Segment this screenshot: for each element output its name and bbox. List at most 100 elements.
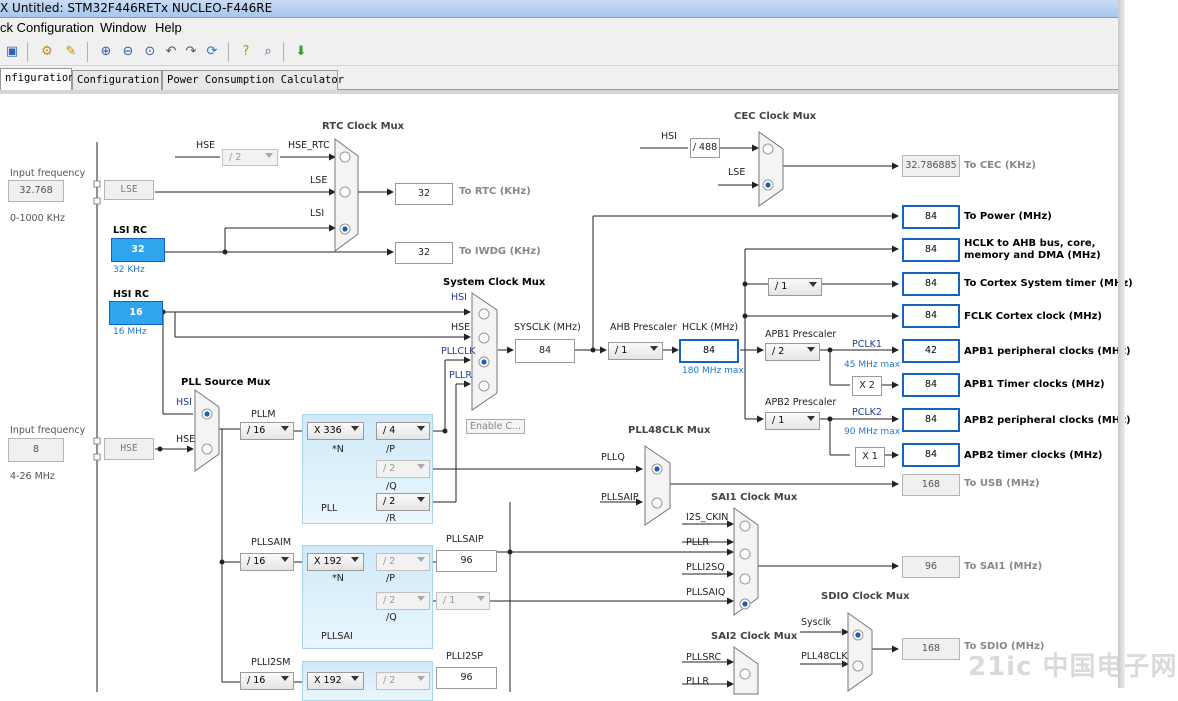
download-arrow-icon[interactable]: ⬇: [295, 44, 307, 59]
plli2sp-label: PLLI2SP: [446, 651, 483, 662]
apb2-timer-value[interactable]: 84: [902, 443, 960, 467]
usb-output-value[interactable]: 168: [902, 474, 960, 496]
ahb-output-value[interactable]: 84: [902, 238, 960, 262]
cec-hsi-label: HSI: [661, 131, 677, 142]
plli2sm-dropdown[interactable]: / 16: [240, 672, 294, 690]
rtc-output-value[interactable]: 32: [395, 183, 453, 205]
lsi-rc-value[interactable]: 32: [111, 238, 165, 262]
lse-range: 0-1000 KHz: [10, 213, 66, 224]
hse-input-frequency[interactable]: 8: [8, 438, 64, 462]
clock-tree-canvas: Input frequency 32.768 0-1000 KHz LSE LS…: [0, 90, 1177, 701]
reset-icon[interactable]: ⟳: [206, 44, 218, 59]
plli2sp-dropdown[interactable]: / 2: [376, 672, 430, 690]
lse-input-frequency[interactable]: 32.768: [8, 180, 64, 202]
cec-output-label: To CEC (KHz): [964, 160, 1036, 171]
hse-oscillator[interactable]: HSE: [104, 438, 154, 460]
sai1-mux-title: SAI1 Clock Mux: [711, 492, 798, 503]
power-output-label: To Power (MHz): [964, 211, 1052, 222]
redo-icon[interactable]: ↷: [185, 44, 197, 59]
pllm-label: PLLM: [251, 409, 276, 420]
plli2sn-dropdown[interactable]: X 192: [307, 672, 364, 690]
enable-css-button[interactable]: Enable C...: [466, 419, 526, 434]
apb1-timer-multiplier: X 2: [852, 376, 882, 396]
tab-power-consumption[interactable]: Power Consumption Calculator: [162, 70, 344, 90]
menu-clock-configuration[interactable]: ck Configuration: [0, 20, 94, 35]
generate-code-icon[interactable]: ⚙: [41, 44, 53, 59]
pllsaip-dropdown[interactable]: / 2: [376, 553, 430, 571]
pllsaip-output-value[interactable]: 96: [436, 550, 497, 572]
apb2-timer-label: APB2 timer clocks (MHz): [964, 450, 1103, 461]
sdio-input-sysclk: Sysclk: [801, 617, 831, 628]
pll48-pllsaip-label: PLLSAIP: [601, 492, 639, 503]
power-output-value[interactable]: 84: [902, 205, 960, 229]
apb1-timer-label: APB1 Timer clocks (MHz): [964, 379, 1105, 390]
pllq-label: /Q: [386, 481, 397, 492]
sdio-output-value[interactable]: 168: [902, 638, 960, 660]
tab-bar: nfiguration Configuration Power Consumpt…: [0, 66, 1125, 91]
sai1-output-label: To SAI1 (MHz): [964, 561, 1043, 572]
ahb-prescaler-dropdown[interactable]: / 1: [608, 342, 663, 360]
tab-configuration[interactable]: Configuration: [72, 70, 162, 90]
pllr-label: /R: [386, 513, 396, 524]
sysmux-hsi-label: HSI: [451, 292, 467, 303]
tab-clock-configuration[interactable]: nfiguration: [0, 68, 75, 91]
apb2-peripheral-label: APB2 peripheral clocks (MHz): [964, 415, 1131, 426]
pllsrc-hsi-label: HSI: [176, 397, 192, 408]
undo-icon[interactable]: ↶: [165, 44, 177, 59]
iwdg-output-value[interactable]: 32: [395, 242, 453, 264]
sai1-input-plli2sq: PLLI2SQ: [686, 562, 725, 573]
help-icon[interactable]: ?: [242, 44, 250, 59]
systimer-output-value[interactable]: 84: [902, 272, 960, 296]
fclk-output-value[interactable]: 84: [902, 304, 960, 328]
pllsain-dropdown[interactable]: X 192: [307, 553, 364, 571]
cec-mux-title: CEC Clock Mux: [734, 111, 817, 122]
sai1-input-i2s-ckin: I2S_CKIN: [686, 512, 729, 523]
apb1-prescaler-dropdown[interactable]: / 2: [765, 343, 820, 361]
lsi-rc-label: LSI RC: [113, 225, 148, 236]
pllr-dropdown[interactable]: / 2: [376, 493, 430, 511]
sai2-input-pllsrc: PLLSRC: [686, 652, 722, 663]
sai1-output-value[interactable]: 96: [902, 556, 960, 578]
system-clock-mux-title: System Clock Mux: [443, 277, 546, 288]
systick-divider-dropdown[interactable]: / 1: [768, 278, 822, 296]
fclk-output-label: FCLK Cortex clock (MHz): [964, 311, 1102, 322]
pllp-dropdown[interactable]: / 4: [376, 422, 430, 440]
plli2sp-value[interactable]: 96: [436, 667, 497, 689]
save-icon[interactable]: ▣: [5, 44, 19, 59]
zoom-fit-icon[interactable]: ⊙: [144, 44, 156, 59]
pllm-dropdown[interactable]: / 16: [240, 422, 294, 440]
sysclk-value[interactable]: 84: [515, 339, 575, 363]
search-icon[interactable]: ⌕: [264, 44, 272, 59]
pllsaim-dropdown[interactable]: / 16: [240, 553, 294, 571]
menu-help[interactable]: Help: [155, 20, 182, 35]
plln-label: *N: [332, 444, 344, 455]
lse-oscillator[interactable]: LSE: [104, 180, 154, 200]
apb1-timer-value[interactable]: 84: [902, 373, 960, 397]
zoom-in-icon[interactable]: ⊕: [100, 44, 112, 59]
pllsaip-output-label: PLLSAIP: [446, 534, 484, 545]
hse-range: 4-26 MHz: [10, 471, 55, 482]
pllq-dropdown[interactable]: / 2: [376, 460, 430, 478]
apb2-prescaler-dropdown[interactable]: / 1: [765, 412, 820, 430]
sysmux-pllclk-label: PLLCLK: [441, 346, 476, 357]
cec-output-value[interactable]: 32.786885: [902, 155, 960, 177]
pllsaiq-divider-dropdown[interactable]: / 1: [436, 592, 490, 610]
plln-dropdown[interactable]: X 336: [307, 422, 364, 440]
toolbar: ▣ ⚙ ✎ ⊕ ⊖ ⊙ ↶ ↷ ⟳ ? ⌕ ⬇: [0, 38, 1125, 66]
rtc-hse-divider[interactable]: / 2: [222, 149, 278, 166]
window-title: X Untitled: STM32F446RETx NUCLEO-F446RE: [0, 1, 273, 15]
apb2-peripheral-value[interactable]: 84: [902, 408, 960, 432]
report-icon[interactable]: ✎: [65, 44, 77, 59]
iwdg-output-label: To IWDG (KHz): [459, 246, 541, 257]
pllsaiq-dropdown[interactable]: / 2: [376, 592, 430, 610]
hsi-rc-value[interactable]: 16: [109, 301, 163, 325]
rtc-hse-rtc-label: HSE_RTC: [288, 140, 330, 151]
sai2-input-pllr: PLLR: [686, 676, 709, 687]
apb1-peripheral-value[interactable]: 42: [902, 339, 960, 363]
zoom-out-icon[interactable]: ⊖: [122, 44, 134, 59]
hclk-value[interactable]: 84: [679, 339, 739, 363]
menu-window[interactable]: Window: [100, 20, 147, 35]
pclk1-label: PCLK1: [852, 339, 882, 350]
menu-bar: ck Configuration Window Help: [0, 18, 1125, 38]
sysclk-label: SYSCLK (MHz): [514, 322, 581, 333]
